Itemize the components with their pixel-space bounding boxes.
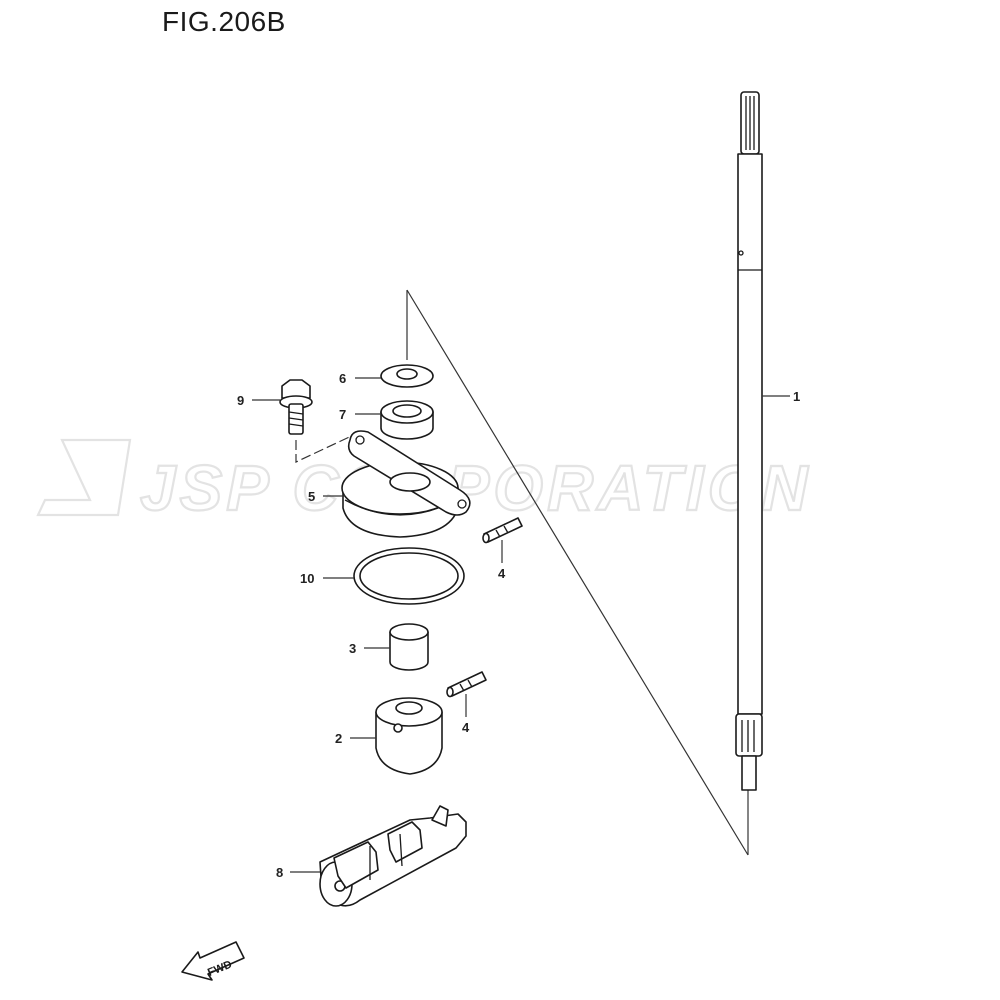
callout-1: 1 — [793, 389, 800, 404]
callout-9: 9 — [237, 393, 244, 408]
callout-5: 5 — [308, 489, 315, 504]
part-7-bearing — [380, 400, 434, 440]
callout-2: 2 — [335, 731, 342, 746]
part-9-bolt — [279, 379, 313, 435]
callout-3: 3 — [349, 641, 356, 656]
part-3-bushing — [389, 623, 429, 671]
callout-4a: 4 — [498, 566, 506, 581]
figure-title: FIG.206B — [162, 6, 286, 37]
part-4-pin-lower — [446, 671, 487, 698]
fwd-direction-arrow: FWD — [181, 941, 245, 981]
watermark-logo-mark — [36, 438, 132, 517]
callout-8: 8 — [276, 865, 283, 880]
part-6-washer — [380, 364, 434, 388]
assembly-leader-lines — [406, 289, 749, 856]
part-8-shift-slider — [319, 805, 467, 907]
callout-6: 6 — [339, 371, 346, 386]
part-10-o-ring — [353, 547, 465, 605]
callout-4b: 4 — [462, 720, 470, 735]
part-4-pin-upper — [482, 517, 523, 544]
part-1-shift-shaft — [735, 91, 763, 791]
bolt-alignment-leader — [295, 431, 361, 463]
part-5-housing — [341, 430, 471, 538]
watermark: JSP CORPORATION — [36, 438, 812, 525]
callout-10: 10 — [300, 571, 314, 586]
callout-7: 7 — [339, 407, 346, 422]
part-2-cam — [375, 697, 443, 775]
watermark-text: JSP CORPORATION — [140, 452, 812, 524]
